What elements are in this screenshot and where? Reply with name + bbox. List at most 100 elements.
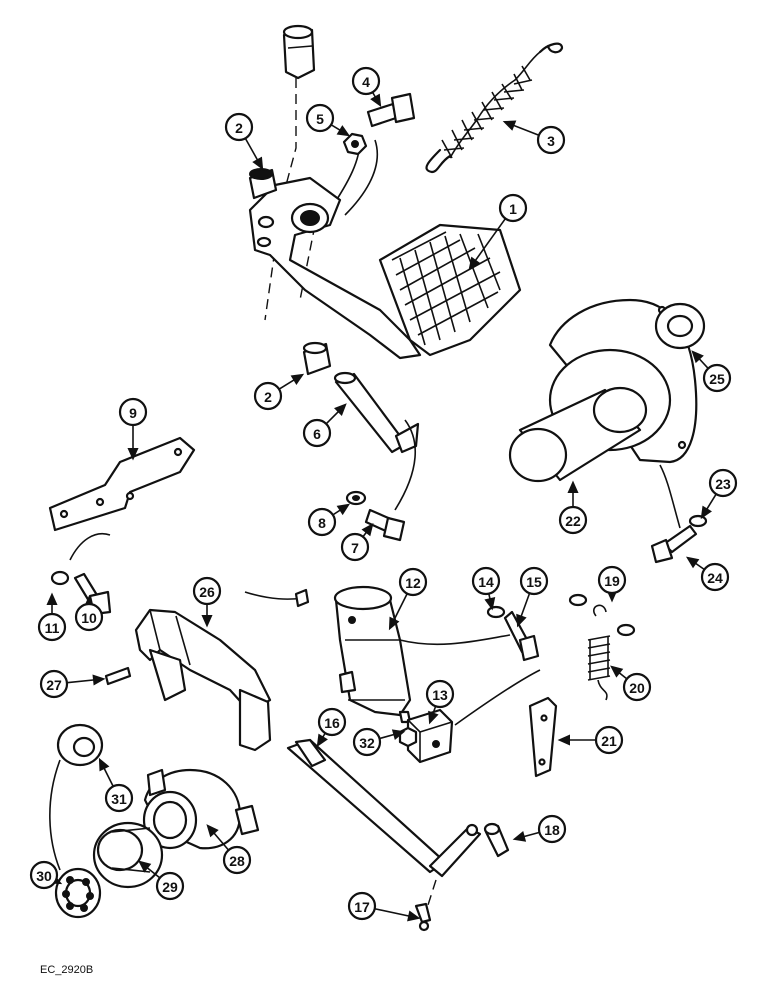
callout-number: 9 — [129, 405, 137, 421]
leader-arrowhead — [468, 256, 481, 271]
callout-circle — [37, 612, 67, 642]
washer-14 — [486, 605, 506, 619]
return-spring — [425, 42, 564, 174]
callout-circle — [222, 845, 252, 875]
callout-26: 26 — [192, 576, 222, 628]
callout-10: 10 — [74, 595, 104, 632]
callout-number: 10 — [81, 610, 97, 626]
callout-circle — [700, 562, 730, 592]
leader-arrowhead — [252, 156, 264, 171]
callout-circle — [622, 672, 652, 702]
release-bearing — [92, 821, 164, 889]
leader-arrowhead — [206, 824, 219, 838]
pedal-tread-grid — [391, 231, 501, 346]
callout-31: 31 — [98, 757, 134, 813]
clevis-pin-18 — [483, 822, 510, 858]
callout-number: 29 — [162, 879, 178, 895]
leader-arrowhead — [428, 710, 439, 725]
callout-circle — [425, 679, 455, 709]
callout-12: 12 — [388, 567, 428, 631]
bolt-15 — [503, 610, 540, 662]
callout-1: 1 — [468, 193, 528, 271]
bushing-upper — [248, 168, 278, 200]
leader-arrowhead — [557, 734, 570, 746]
clip-19-right — [616, 623, 636, 637]
mounting-bracket — [48, 436, 196, 532]
leader-arrowhead — [691, 350, 704, 364]
leader-arrowhead — [391, 729, 406, 741]
leader-curve-13 — [454, 669, 541, 726]
leader-arrowhead — [700, 505, 712, 520]
callout-circle — [498, 193, 528, 223]
callout-number: 25 — [709, 371, 725, 387]
clip-19-left — [568, 593, 588, 607]
callout-7: 7 — [340, 523, 374, 562]
callout-number: 7 — [351, 540, 359, 556]
leader-arrowhead — [610, 665, 624, 678]
callout-number: 15 — [526, 574, 542, 590]
washer-23 — [688, 514, 708, 528]
callout-circle — [471, 566, 501, 596]
callout-circle — [351, 66, 381, 96]
callout-number: 8 — [318, 515, 326, 531]
centerline-17 — [427, 879, 437, 906]
callout-15: 15 — [516, 566, 549, 628]
callout-3: 3 — [502, 120, 566, 155]
leader-arrowhead — [361, 523, 374, 537]
callout-17: 17 — [347, 891, 421, 922]
nut-5 — [342, 132, 368, 156]
callout-number: 26 — [199, 584, 215, 600]
callout-24: 24 — [685, 556, 730, 592]
callout-circle — [253, 381, 283, 411]
leader-curve-30 — [49, 759, 61, 871]
leader-arrowhead — [512, 831, 527, 842]
bushing-lower — [302, 341, 332, 376]
leader-arrowhead — [388, 616, 400, 631]
callout-number: 1 — [509, 201, 517, 217]
bolt-7 — [364, 508, 406, 542]
leader-curve-7 — [394, 419, 417, 511]
push-rod-block — [406, 708, 454, 764]
leader-arrowhead — [502, 120, 517, 131]
leader-line — [469, 218, 507, 269]
callout-21: 21 — [557, 725, 624, 755]
callout-circle — [597, 565, 627, 595]
leader-arrowhead — [567, 480, 579, 493]
callout-circle — [347, 891, 377, 921]
callout-circle — [398, 567, 428, 597]
callout-circle — [224, 112, 254, 142]
callout-13: 13 — [425, 679, 455, 725]
leader-arrowhead — [516, 613, 527, 628]
callout-number: 21 — [601, 733, 617, 749]
callout-number: 23 — [715, 476, 731, 492]
grease-fitting — [414, 902, 432, 932]
callout-8: 8 — [307, 503, 351, 537]
tension-spring-20 — [587, 604, 611, 701]
leader-arrowhead — [336, 125, 351, 137]
callout-29: 29 — [138, 860, 185, 901]
callout-14: 14 — [471, 566, 501, 611]
callout-11: 11 — [37, 592, 67, 642]
callout-5: 5 — [305, 103, 351, 137]
leader-curve-10 — [69, 533, 111, 561]
callout-16: 16 — [316, 707, 347, 748]
bolt-4 — [366, 92, 416, 128]
spring-bracket-21 — [528, 696, 558, 778]
callout-number: 30 — [36, 868, 52, 884]
leader-arrowhead — [316, 733, 328, 748]
release-bearing-carrier — [142, 768, 260, 850]
callout-circle — [352, 727, 382, 757]
callout-circle — [155, 871, 185, 901]
callout-number: 24 — [707, 570, 723, 586]
clevis-fitting — [282, 24, 316, 80]
callout-circle — [302, 418, 332, 448]
cross-shaft — [286, 738, 482, 878]
callout-circle — [708, 468, 738, 498]
leader-arrowhead — [370, 93, 382, 108]
leader-arrowhead — [138, 860, 152, 873]
leader-arrowhead — [98, 757, 110, 772]
callout-number: 31 — [111, 791, 127, 807]
leader-arrowhead — [685, 556, 700, 569]
callout-circle — [104, 783, 134, 813]
roll-pin-27 — [104, 666, 132, 686]
